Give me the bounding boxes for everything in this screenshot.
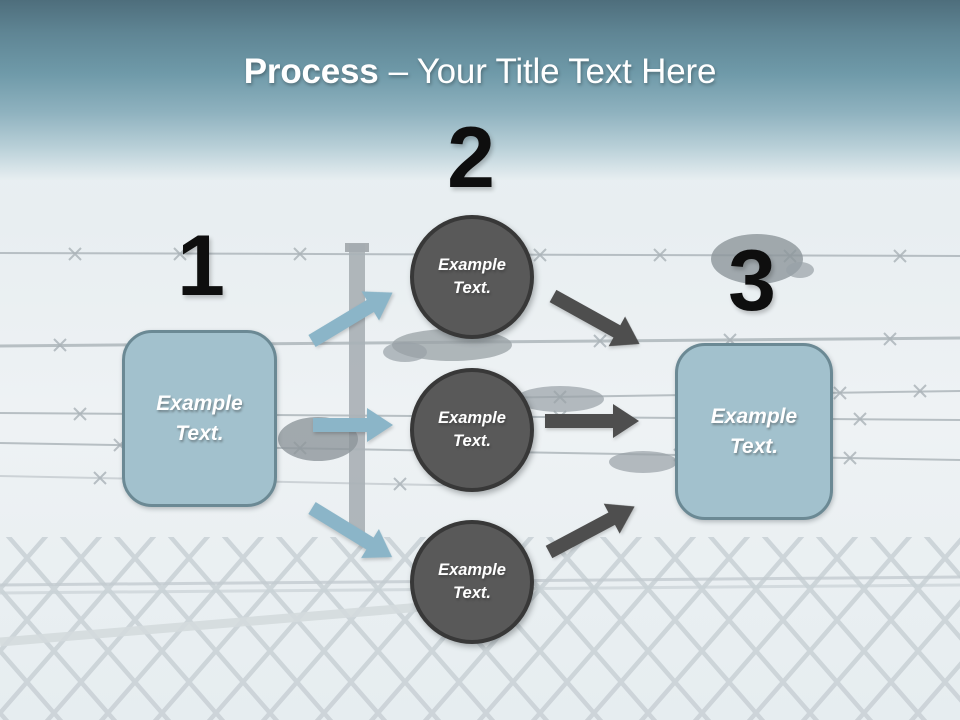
step-number-3: 3: [728, 233, 776, 329]
process-circle-2: Example Text.: [410, 368, 534, 492]
process-circle-1-label: Example Text.: [438, 255, 506, 297]
process-box-step3: Example Text.: [675, 343, 833, 520]
page-title: Process– Your Title Text Here: [0, 52, 960, 92]
step-number-1: 1: [177, 218, 225, 314]
step-number-2: 2: [447, 110, 495, 206]
process-box-step1-label: Example Text.: [156, 392, 243, 445]
process-circle-2-label: Example Text.: [438, 408, 506, 450]
header-band: [0, 0, 960, 205]
fence-post: [345, 243, 369, 534]
process-box-step3-label: Example Text.: [710, 405, 798, 458]
process-circle-3: Example Text.: [410, 520, 534, 644]
process-circle-1: Example Text.: [410, 215, 534, 339]
process-circle-3-label: Example Text.: [438, 560, 506, 602]
title-rest: – Your Title Text Here: [388, 52, 717, 91]
process-box-step1: Example Text.: [122, 330, 277, 507]
title-emphasis: Process: [243, 52, 379, 91]
